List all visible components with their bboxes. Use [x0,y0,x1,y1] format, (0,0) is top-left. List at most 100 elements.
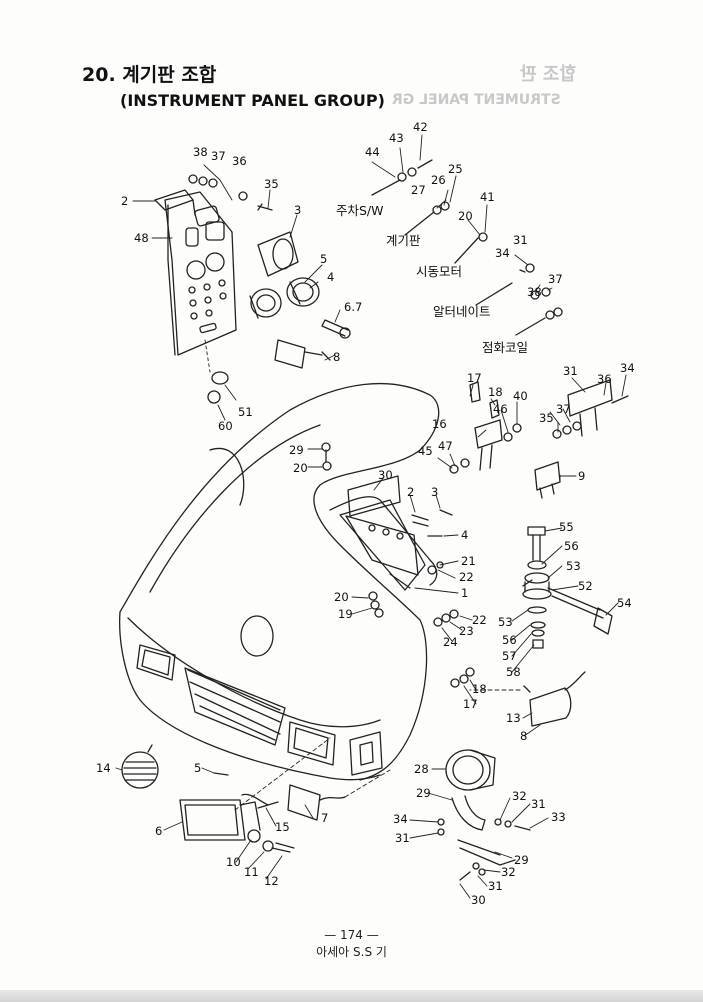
caption-alternator: 알터네이트 [433,304,491,319]
fastener-cluster-top [188,174,273,211]
caption-parking-switch: 주차S/W [336,203,384,218]
caption-instrument-panel: 계기판 [386,233,421,248]
label-55: 55 [559,520,574,534]
headlamp-drawing [121,744,346,853]
part-number-labels: 38 37 36 35 2 48 3 5 4 6.7 8 51 60 42 43… [96,120,635,907]
label-47: 47 [438,439,453,453]
worklamp-drawing [437,749,531,881]
label-36: 36 [232,154,247,168]
label-8: 8 [333,350,340,364]
label-4: 4 [327,270,334,284]
label-18-low: 18 [472,682,487,696]
label-35: 35 [264,177,279,191]
label-9: 9 [578,469,585,483]
label-32-b: 32 [501,865,516,879]
leader-lines-lower [115,374,627,899]
label-2: 2 [121,194,128,208]
label-35-relay: 35 [539,411,554,425]
label-26: 26 [431,173,446,187]
label-42: 42 [413,120,428,134]
label-37-top: 37 [548,272,563,286]
caption-ignition-coil: 점화코일 [482,340,528,355]
label-20-cowl: 20 [293,461,308,475]
label-2-cowl: 2 [407,485,414,499]
label-19: 19 [338,607,353,621]
label-17-low: 17 [463,697,478,711]
label-56-b: 56 [502,633,517,647]
label-29-lamp: 29 [416,786,431,800]
switch-hardware-drawing [371,159,563,336]
label-38-top: 38 [527,285,542,299]
label-22-a: 22 [459,570,474,584]
label-45: 45 [418,444,433,458]
label-18-top: 18 [488,385,503,399]
label-27: 27 [411,183,426,197]
label-60: 60 [218,419,233,433]
label-5: 5 [320,252,327,266]
label-29-b: 29 [514,853,529,867]
label-13: 13 [506,711,521,725]
label-31-relay: 31 [563,364,578,378]
leader-lines-right [371,134,553,293]
label-38: 38 [193,145,208,159]
label-30-lamp: 30 [471,893,486,907]
label-30-cowl: 30 [378,468,393,482]
label-52: 52 [578,579,593,593]
label-1: 1 [461,586,468,600]
page-number: — 174 — [324,928,379,942]
label-12: 12 [264,874,279,888]
label-58: 58 [506,665,521,679]
label-8-coil: 8 [520,729,527,743]
label-5-low: 5 [194,761,201,775]
label-14: 14 [96,761,111,775]
label-6: 6 [155,824,162,838]
label-21: 21 [461,554,476,568]
label-43: 43 [389,131,404,145]
label-34-lamp: 34 [393,812,408,826]
label-3-cowl: 3 [431,485,438,499]
hood-drawing [119,382,440,781]
gauge-drawings [207,231,351,404]
label-40: 40 [513,389,528,403]
coil-drawing [523,671,586,727]
label-36-relay: 36 [597,372,612,386]
label-37: 37 [211,149,226,163]
label-57: 57 [502,649,517,663]
label-46: 46 [493,402,508,416]
label-15: 15 [275,820,290,834]
throttle-lever-drawing [522,526,613,649]
label-44: 44 [365,145,380,159]
wiring-paths [234,689,521,811]
component-captions: 주차S/W 계기판 시동모터 알터네이트 점화코일 [336,203,528,355]
label-16: 16 [432,417,447,431]
label-28: 28 [414,762,429,776]
label-34-top: 34 [495,246,510,260]
label-10: 10 [226,855,241,869]
label-53-a: 53 [566,559,581,573]
label-37-relay: 37 [556,402,571,416]
label-34-relay: 34 [620,361,635,375]
section-subtitle: (INSTRUMENT PANEL GROUP) [120,91,385,110]
label-31-top: 31 [513,233,528,247]
label-11: 11 [244,865,259,879]
label-4-cowl: 4 [461,528,468,542]
label-53-b: 53 [498,615,513,629]
label-22-b: 22 [472,613,487,627]
label-6-7: 6.7 [344,300,362,314]
label-29-cowl: 29 [289,443,304,457]
label-25: 25 [448,162,463,176]
label-31-lamp-c: 31 [488,879,503,893]
section-title: 20. 계기판 조합 [82,64,217,86]
label-51: 51 [238,405,253,419]
cowl-hardware-drawing [321,442,475,688]
label-48: 48 [134,231,149,245]
caption-starter-motor: 시동모터 [416,264,462,279]
label-24: 24 [443,635,458,649]
label-31-lamp-a: 31 [395,831,410,845]
label-3: 3 [294,203,301,217]
label-33: 33 [551,810,566,824]
scan-edge [0,990,703,1002]
instrument-panel-plate-drawing [154,189,237,356]
